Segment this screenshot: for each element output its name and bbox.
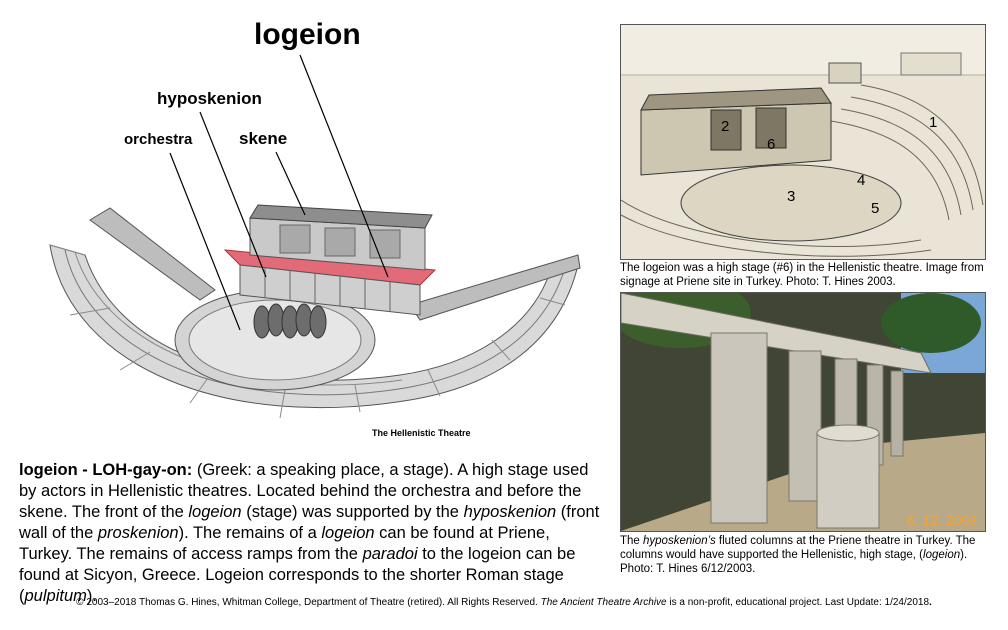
columns-photo-drawing: 6. 12. 2003 [621,293,985,531]
sketch-number-3: 3 [787,188,795,205]
photo-date-stamp: 6. 12. 2003 [907,512,977,528]
priene-columns-photo: 6. 12. 2003 [620,292,986,532]
label-orchestra: orchestra [124,131,193,148]
sketch-number-2: 2 [721,118,729,135]
copyright-footer: © 2003–2018 Thomas G. Hines, Whitman Col… [76,597,932,608]
sketch-number-6: 6 [767,136,775,153]
sketch-number-1: 1 [929,114,937,131]
priene-signage-sketch: 1 2 3 4 5 6 [620,24,986,260]
sketch-number-4: 4 [857,172,865,189]
photo-caption: The hyposkenion’s fluted columns at the … [620,535,976,575]
sketch-number-5: 5 [871,200,879,217]
diagram-caption: The Hellenistic Theatre [372,428,471,438]
label-logeion: logeion [254,18,361,51]
label-hyposkenion: hyposkenion [157,89,262,108]
label-skene: skene [239,129,288,148]
definition-term: logeion - LOH-gay-on: [19,461,193,479]
sketch-caption: The logeion was a high stage (#6) in the… [620,262,984,288]
logeion-definition: logeion - LOH-gay-on: (Greek: a speaking… [19,461,600,605]
sketch-drawing: 1 2 3 4 5 6 [621,25,985,257]
hellenistic-theatre-diagram [49,54,581,419]
